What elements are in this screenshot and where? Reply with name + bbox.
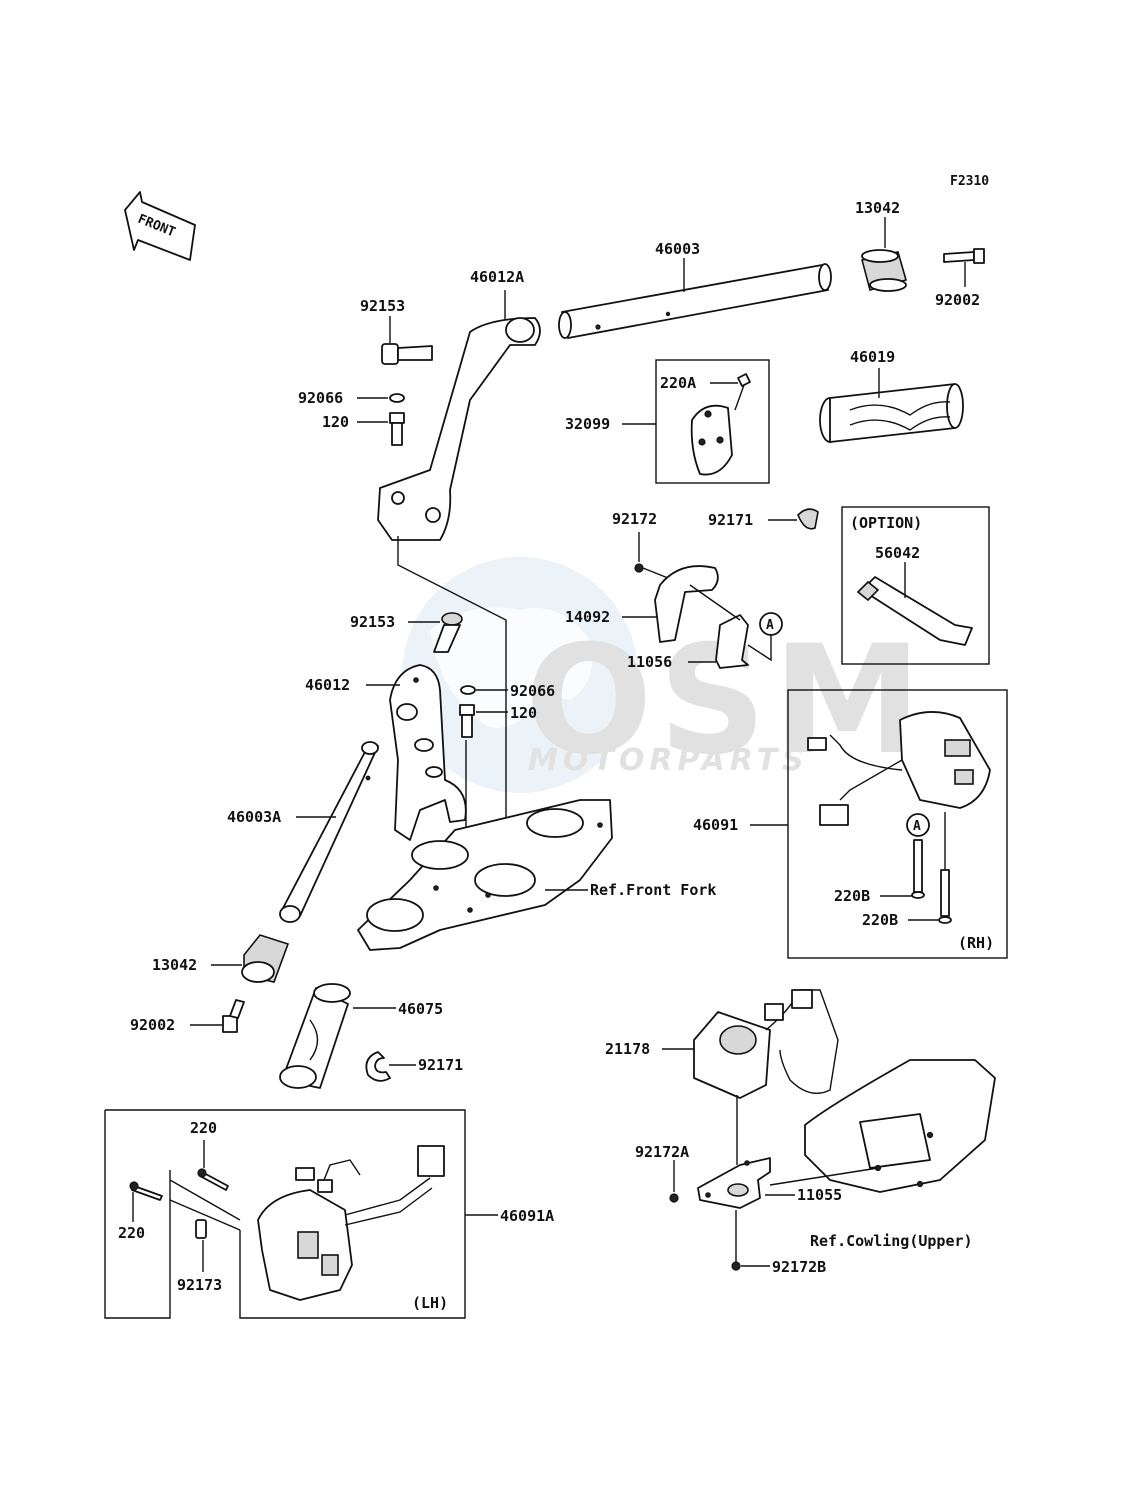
watermark-sub: MOTORPARTS [528,743,809,778]
label-220B-1: 220B [834,887,870,905]
bar-end-weight-13042 [861,249,907,292]
label-rh: (RH) [958,934,994,952]
screw-92172B [731,1261,741,1271]
label-220-b: 220 [118,1224,145,1242]
bar-end-weight-13042-bottom [241,934,290,983]
label-lh: (LH) [412,1294,448,1312]
switch-housing-32099 [690,373,751,476]
switch-housing-46091A [257,1145,445,1301]
diagram-code: F2310 [950,174,989,189]
label-92153-mid: 92153 [350,613,395,631]
label-92172B: 92172B [772,1258,826,1276]
label-92002-top: 92002 [935,291,980,309]
label-92172A: 92172A [635,1143,689,1161]
label-13042-bot: 13042 [152,956,197,974]
bracket-46012 [389,664,467,841]
screw-92172A [669,1193,679,1203]
screw-92002-top [943,248,985,264]
grease-tube-56042 [856,576,973,646]
box-option [841,506,990,665]
label-92171-bot: 92171 [418,1056,463,1074]
front-arrow-icon: FRONT [124,191,196,261]
label-46012A: 46012A [470,268,524,286]
grip-46075 [279,983,351,1089]
label-56042: 56042 [875,544,920,562]
pin-92173 [195,1219,207,1239]
label-220B-2: 220B [862,911,898,929]
bolt-120-mid [459,704,475,738]
label-13042-top: 13042 [855,199,900,217]
label-92066-mid: 92066 [510,682,555,700]
ref-a-2: A [913,819,921,834]
option-title: (OPTION) [850,514,922,532]
label-14092: 14092 [565,608,610,626]
bolt-92153-mid [433,612,463,653]
washer-92066-top [389,393,405,403]
cowling-upper-ref [804,1059,996,1193]
bolt-92153-top [381,343,433,365]
box-46091A [105,1109,466,1319]
bracket-11055 [697,1157,771,1209]
box-32099 [655,359,770,484]
bolt-120-top [389,412,405,446]
label-92173: 92173 [177,1276,222,1294]
label-92153-top: 92153 [360,297,405,315]
bracket-46012A [377,317,541,541]
screws-220 [129,1168,241,1231]
washer-92066-mid [460,685,476,695]
handlebar-46003 [558,263,832,339]
ref-a-circle-2 [906,813,930,837]
screw-92002-bottom [222,999,245,1033]
label-46075: 46075 [398,1000,443,1018]
screw-92172 [634,563,669,579]
label-11056: 11056 [627,653,672,671]
handlebar-46003A [279,741,379,923]
label-46003: 46003 [655,240,700,258]
label-46003A: 46003A [227,808,281,826]
label-32099: 32099 [565,415,610,433]
label-46091A: 46091A [500,1207,554,1225]
label-46012: 46012 [305,676,350,694]
bracket-14092 [654,565,719,643]
label-220-a: 220 [190,1119,217,1137]
label-46091: 46091 [693,816,738,834]
clip-92171-top [797,508,819,530]
label-120-top: 120 [322,413,349,431]
label-92066-top: 92066 [298,389,343,407]
box-46091 [787,689,1008,959]
label-120-mid: 120 [510,704,537,722]
label-92002-bot: 92002 [130,1016,175,1034]
label-92172: 92172 [612,510,657,528]
triple-clamp-ref-front-fork [357,799,613,951]
ref-cowling: Ref.Cowling(Upper) [810,1232,973,1250]
switch-housing-46091 [807,711,991,826]
screws-220B [911,812,952,924]
throttle-grip-46019 [819,383,964,443]
label-220A: 220A [660,374,696,392]
label-21178: 21178 [605,1040,650,1058]
label-46019: 46019 [850,348,895,366]
bracket-11056 [689,584,749,669]
label-11055: 11055 [797,1186,842,1204]
label-92171-top: 92171 [708,511,753,529]
ref-front-fork: Ref.Front Fork [590,881,716,899]
clip-92171-bottom [365,1051,391,1082]
ref-a-1: A [766,618,774,633]
module-21178 [693,989,839,1099]
